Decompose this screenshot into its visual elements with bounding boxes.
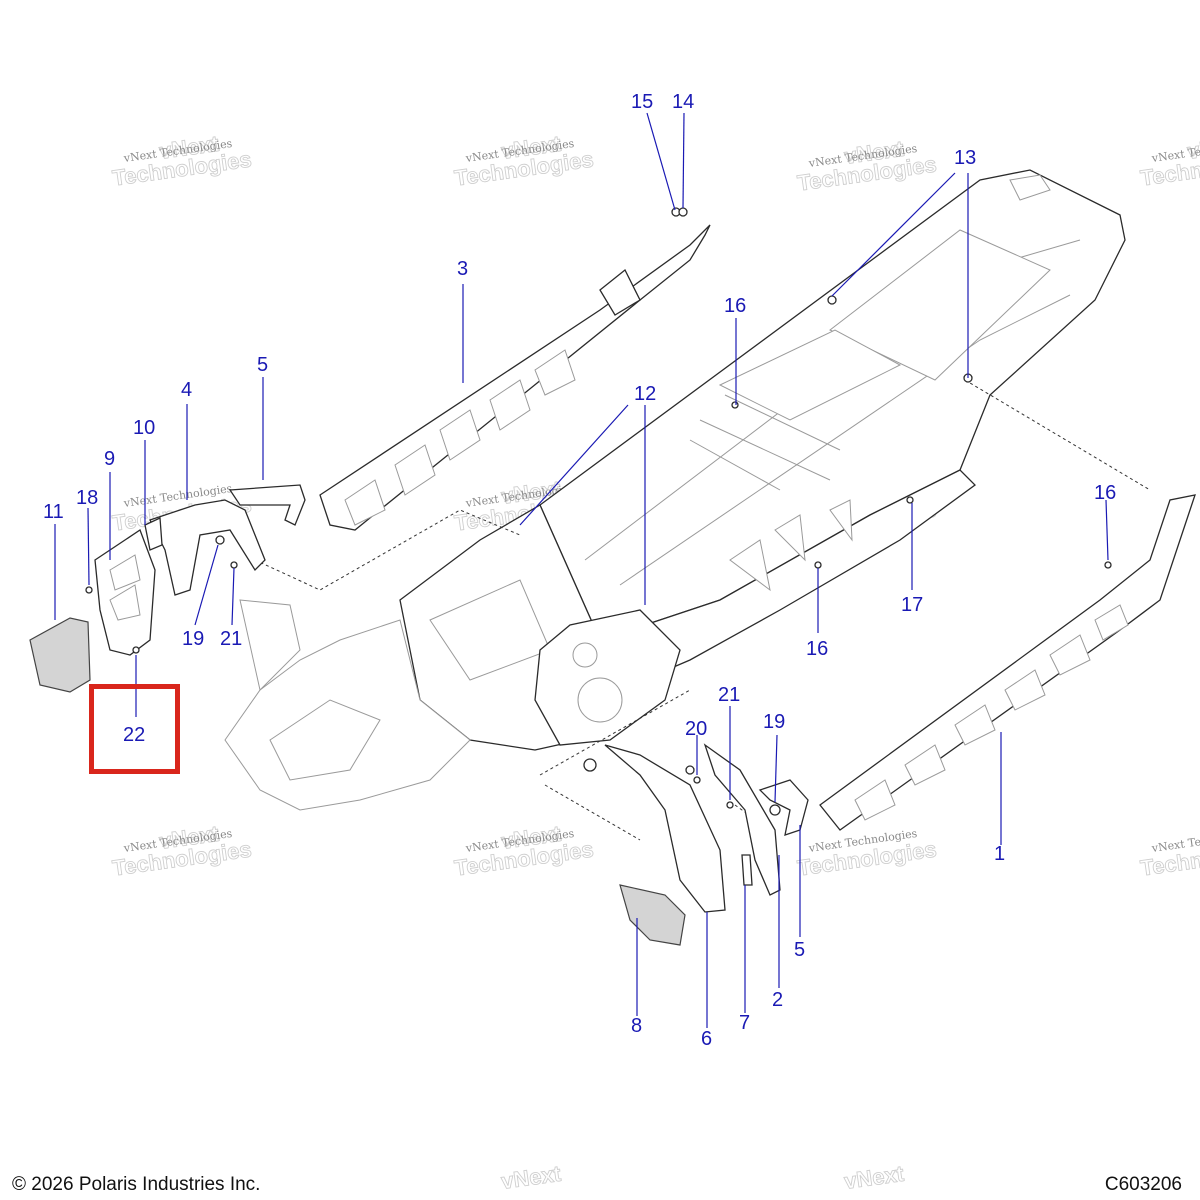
callout-11[interactable]: 11	[43, 501, 64, 523]
callout-4[interactable]: 4	[181, 379, 192, 401]
callout-13[interactable]: 13	[954, 147, 976, 169]
diagram-code: C603206	[1104, 1174, 1182, 1195]
callout-1[interactable]: 1	[994, 843, 1005, 865]
highlight-box-part-22	[89, 684, 180, 774]
callout-3[interactable]: 3	[457, 258, 468, 280]
left-bracket-group[interactable]	[29, 484, 306, 693]
chassis-tunnel[interactable]	[224, 169, 1126, 811]
callout-16-top[interactable]: 16	[724, 295, 746, 317]
callout-18[interactable]: 18	[76, 487, 98, 509]
callout-19-right[interactable]: 19	[763, 711, 785, 733]
callout-21-right[interactable]: 21	[718, 684, 740, 706]
assembly-lines	[254, 379, 1151, 841]
callout-12[interactable]: 12	[634, 383, 656, 405]
callout-2[interactable]: 2	[772, 989, 783, 1011]
svg-text:vNext: vNext	[843, 1161, 906, 1194]
hardware-fasteners	[85, 207, 1112, 809]
callout-19-left[interactable]: 19	[182, 628, 204, 650]
callout-16-right[interactable]: 16	[1094, 482, 1116, 504]
callout-20[interactable]: 20	[685, 718, 707, 740]
callouts: 1 2 3 4 5 5 6 7 8 9 10 11 12 13 14 15 16…	[43, 91, 1116, 1050]
callout-16-mid[interactable]: 16	[806, 638, 828, 660]
callout-5-upper[interactable]: 5	[257, 354, 268, 376]
callout-10[interactable]: 10	[133, 417, 155, 439]
copyright-text: © 2026 Polaris Industries Inc.	[12, 1174, 261, 1195]
callout-7[interactable]: 7	[739, 1012, 750, 1034]
callout-15[interactable]: 15	[631, 91, 653, 113]
callout-9[interactable]: 9	[104, 448, 115, 470]
callout-14[interactable]: 14	[672, 91, 694, 113]
callout-5-lower[interactable]: 5	[794, 939, 805, 961]
callout-22[interactable]: 22	[123, 724, 145, 746]
callout-17[interactable]: 17	[901, 594, 923, 616]
running-board-upper[interactable]	[319, 224, 711, 531]
right-bracket-group[interactable]	[583, 743, 809, 946]
callout-6[interactable]: 6	[701, 1028, 712, 1050]
running-board-lower[interactable]	[819, 494, 1196, 831]
svg-text:vNext: vNext	[500, 1161, 563, 1194]
leader-lines	[54, 112, 1109, 1028]
callout-8[interactable]: 8	[631, 1015, 642, 1037]
svg-text:vNext: vNext	[1186, 131, 1200, 164]
callout-21-left[interactable]: 21	[220, 628, 242, 650]
